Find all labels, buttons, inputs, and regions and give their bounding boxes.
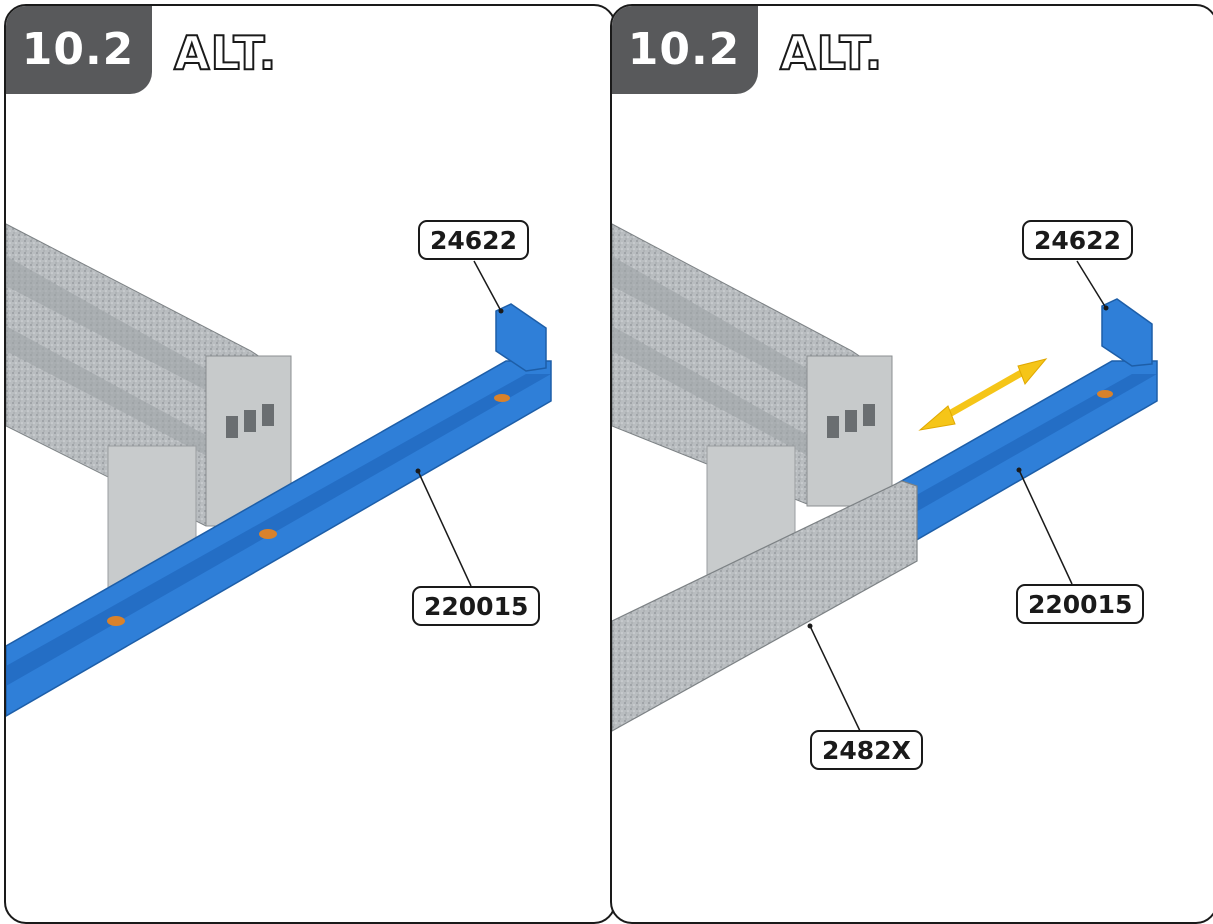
clip — [259, 529, 277, 539]
part-callout: 220015 — [412, 586, 541, 626]
end-bracket — [1101, 298, 1153, 367]
slide-arrow — [918, 358, 1048, 431]
part-callout: 220015 — [1016, 584, 1145, 624]
assembly-illustration-left — [6, 223, 552, 717]
leader-line — [809, 625, 861, 732]
step-number: 10.2 — [21, 23, 135, 75]
leader-line — [1076, 260, 1107, 309]
step-panel-right: 10.2 ALT. 24622 220015 2482X — [610, 4, 1213, 924]
clip — [494, 394, 510, 402]
leader-line — [417, 470, 472, 587]
part-callout: 2482X — [810, 730, 923, 770]
leader-line — [1018, 469, 1073, 585]
step-panel-left: 10.2 ALT. 24622 220015 — [4, 4, 616, 924]
assembly-illustration-right — [612, 223, 1158, 732]
alt-label: ALT. — [173, 25, 278, 81]
step-number: 10.2 — [627, 23, 741, 75]
alt-label: ALT. — [779, 25, 884, 81]
clip — [107, 616, 125, 626]
leader-line — [473, 260, 502, 312]
step-number-tab: 10.2 — [6, 6, 152, 94]
step-number-tab: 10.2 — [612, 6, 758, 94]
clip — [1097, 390, 1113, 398]
end-bracket — [495, 303, 547, 372]
cover-profile — [612, 480, 918, 732]
part-callout: 24622 — [418, 220, 529, 260]
part-callout: 24622 — [1022, 220, 1133, 260]
